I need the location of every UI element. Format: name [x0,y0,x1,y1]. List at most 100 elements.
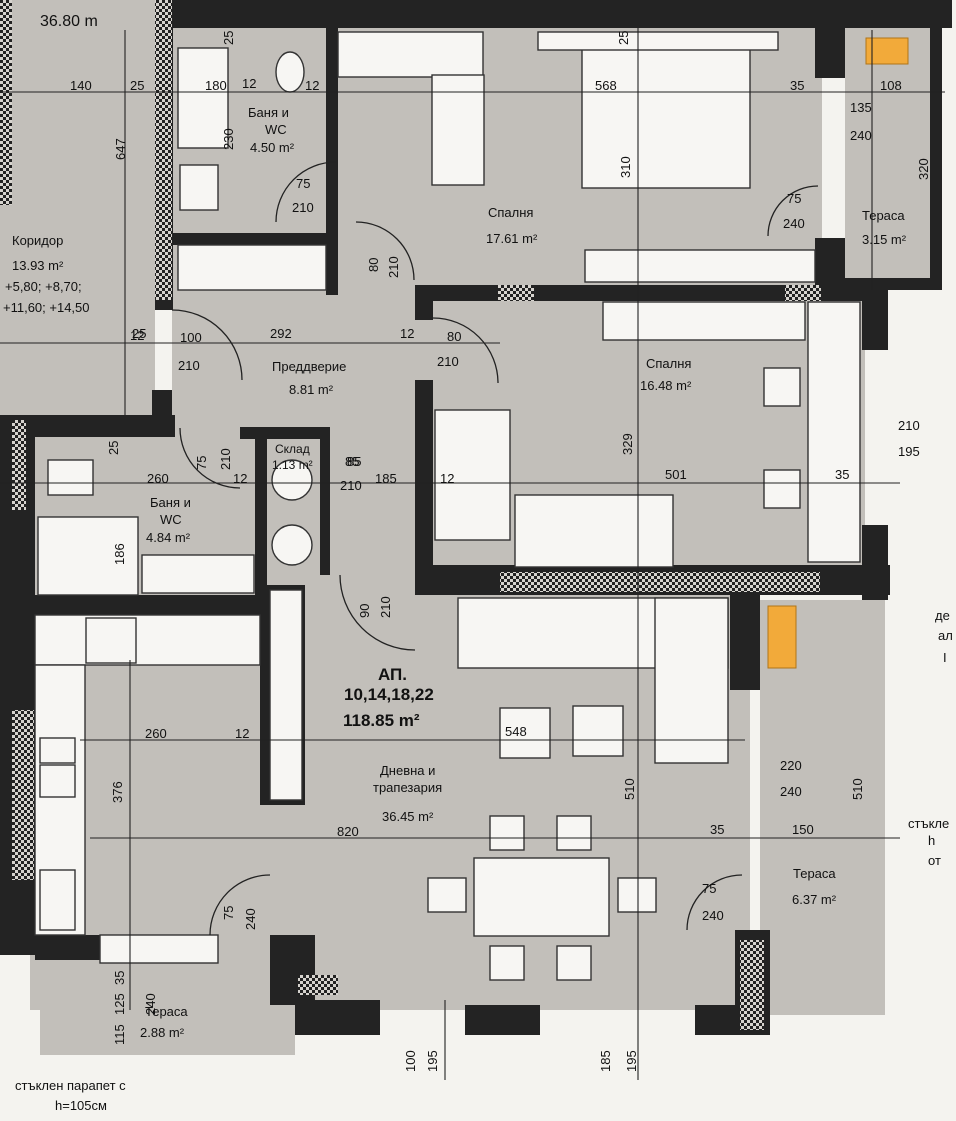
terrace1-area: 3.15 m² [862,232,907,247]
dimension-label: 240 [783,216,805,231]
bath1-name: Баня и [248,105,289,120]
dimension-label: 195 [425,1050,440,1072]
dimension-label: 329 [620,433,635,455]
hall-area: 8.81 m² [289,382,334,397]
dimension-label: 376 [110,781,125,803]
bedroom1-name: Спалня [488,205,533,220]
dimension-label: 12 [440,471,454,486]
dimension-label: 108 [880,78,902,93]
dimension-label: 210 [340,478,362,493]
dimension-label: 240 [243,908,258,930]
structural-hatch [0,0,821,1030]
dimension-label: 240 [702,908,724,923]
corridor-area: 13.93 m² [12,258,64,273]
dimension-label: 25 [130,78,144,93]
sofa-arm [654,597,729,764]
dimension-label: 90 [357,604,372,618]
right-note-3: от [928,853,941,868]
corridor-top-area: 36.80 m [40,13,98,30]
chair-2 [763,469,801,509]
washer [271,459,313,501]
dimension-label: 75 [787,191,801,206]
dimension-label: 510 [622,778,637,800]
dimension-label: 240 [143,993,158,1015]
bedroom2-area: 16.48 m² [640,378,692,393]
terrace1-name: Тераса [862,208,905,223]
terrace3-area: 2.88 m² [140,1025,185,1040]
toilet-1 [275,51,305,93]
dimension-label: 85 [345,454,359,469]
dimension-label: 510 [850,778,865,800]
storage-area: 1.13 m² [272,458,313,472]
apartment-numbers: 10,14,18,22 [344,685,434,704]
dimension-label: 12 [305,78,319,93]
dimension-label: 195 [898,444,920,459]
desk-1 [807,301,861,563]
dimension-label: 100 [403,1050,418,1072]
dimension-label: 135 [850,100,872,115]
dimension-label: 195 [624,1050,639,1072]
right-note-6: I [943,650,947,665]
parapet-note-2: h=105см [55,1098,107,1113]
dimension-label: 210 [898,418,920,433]
dimension-label: 75 [296,176,310,191]
stove [85,617,137,664]
dimension-label: 35 [710,822,724,837]
corridor-extra2: +11,60; +14,50 [3,300,90,315]
dimension-label: 210 [292,200,314,215]
dimension-label: 75 [221,906,236,920]
dimension-label: 75 [194,456,209,470]
wardrobe-2 [431,74,485,186]
right-note-2: h [928,833,935,848]
dimension-label: 150 [792,822,814,837]
right-note-5: ал [938,628,953,643]
dimension-label: 80 [447,329,461,344]
armchair-2 [572,705,624,757]
sink-2 [141,554,255,594]
bed-1 [581,47,751,189]
dimension-label: 210 [437,354,459,369]
dimension-label: 125 [112,993,127,1015]
kitchen-counter [34,614,261,666]
apartment-label: АП. [378,665,407,684]
dimension-label: 210 [378,596,393,618]
dimension-label: 260 [145,726,167,741]
dimension-label: 115 [112,1024,127,1045]
dimension-label: 220 [780,758,802,773]
terrace2-area: 6.37 m² [792,892,837,907]
dimension-label: 292 [270,326,292,341]
armchair-1 [499,707,551,759]
dimension-label: 140 [70,78,92,93]
bed-2a [434,409,511,541]
dimension-label: 75 [702,881,716,896]
right-note-4: де [935,608,950,623]
dimension-label: 12 [235,726,249,741]
wardrobe-3 [177,244,327,291]
dimension-label: 568 [595,78,617,93]
bathtub-2 [37,516,139,596]
dimension-label: 12 [242,76,256,91]
tv-unit-1 [584,249,816,283]
dimension-label: 35 [835,467,849,482]
corridor-extra1: +5,80; +8,70; [5,279,82,294]
wardrobe-1 [337,31,484,78]
dimension-label: 180 [205,78,227,93]
corridor-name: Коридор [12,233,63,248]
dimension-label: 310 [618,156,633,178]
bedroom1-area: 17.61 m² [486,231,538,246]
furniture [34,31,909,981]
bath1-name2: WC [265,122,287,137]
dimension-label: 185 [375,471,397,486]
bed-2b [514,494,674,568]
partition [269,589,303,801]
dimension-label: 25 [221,31,236,45]
bath2-area: 4.84 m² [146,530,191,545]
notes: стъклен парапет с h=105см стъкле h от де… [15,608,953,1113]
toilet-2 [47,459,94,496]
dimension-label: 320 [916,158,931,180]
dimension-label: 820 [337,824,359,839]
terrace3-name: Тераса [145,1004,188,1019]
dimension-label: 100 [180,330,202,345]
heater-1 [865,37,909,65]
